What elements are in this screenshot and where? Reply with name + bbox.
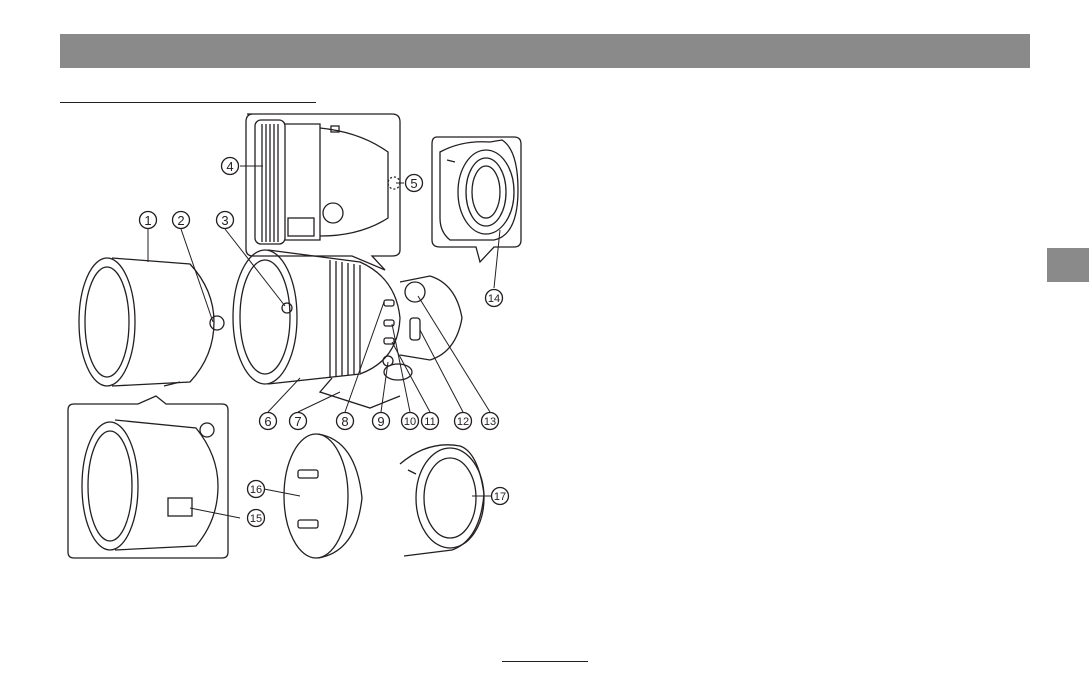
- callout-14: 14: [488, 293, 500, 305]
- callout-17: 17: [494, 491, 506, 503]
- callout-4: 4: [226, 159, 233, 174]
- callout-12: 12: [457, 416, 469, 428]
- callout-8: 8: [341, 414, 348, 429]
- callout-13: 13: [484, 416, 496, 428]
- inset-mount-view: [432, 137, 521, 262]
- callout-5: 5: [410, 176, 417, 191]
- callout-3: 3: [221, 213, 228, 228]
- callout-6: 6: [264, 414, 271, 429]
- inset-hood-window: [68, 396, 228, 558]
- callout-2: 2: [177, 213, 184, 228]
- rear-cap: [400, 445, 484, 556]
- lens-body: [233, 250, 462, 408]
- leader-lines: [148, 166, 500, 518]
- callout-9: 9: [377, 414, 384, 429]
- callout-11: 11: [424, 416, 435, 428]
- callout-10: 10: [404, 416, 416, 428]
- front-cap: [284, 434, 362, 558]
- lens-hood: [79, 258, 224, 386]
- callout-1: 1: [144, 213, 151, 228]
- callout-16: 16: [250, 484, 262, 496]
- callout-15: 15: [250, 513, 262, 525]
- inset-rear-side: [246, 114, 400, 270]
- callout-7: 7: [294, 414, 301, 429]
